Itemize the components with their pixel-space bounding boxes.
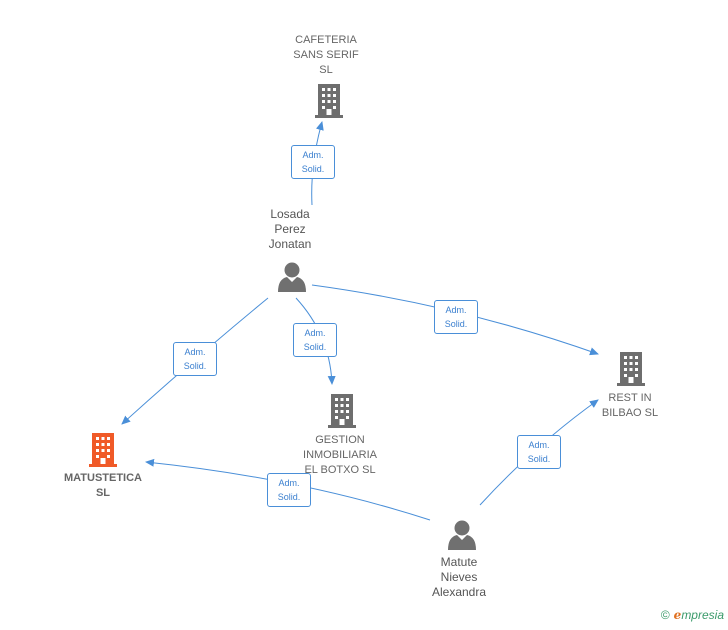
node-label-cafeteria[interactable]: CAFETERIA SANS SERIF SL <box>293 34 359 76</box>
edge-label-losada-rest-bilbao[interactable]: Adm. Solid. <box>434 300 478 334</box>
building-icon-highlighted[interactable] <box>89 433 117 467</box>
brand-name: mpresia <box>681 608 724 622</box>
edge-label-losada-matustetica[interactable]: Adm. Solid. <box>173 342 217 376</box>
copyright-symbol: © <box>660 608 670 622</box>
edge-label-matute-rest-bilbao[interactable]: Adm. Solid. <box>517 435 561 469</box>
node-label-matustetica[interactable]: MATUSTETICA SL <box>63 472 142 499</box>
person-label-matute[interactable]: Matute Nieves Alexandra <box>431 555 487 599</box>
brand-logo: ©empresia <box>661 608 724 622</box>
brand-initial: e <box>673 608 682 622</box>
person-label-losada[interactable]: Losada Perez Jonatan <box>268 207 312 251</box>
building-icon[interactable] <box>617 352 645 386</box>
building-icon[interactable] <box>315 84 343 118</box>
person-icon[interactable] <box>448 520 476 551</box>
edge-label-losada-cafeteria[interactable]: Adm. Solid. <box>291 145 335 179</box>
node-label-gestion[interactable]: GESTION INMOBILIARIA EL BOTXO SL <box>303 434 377 476</box>
node-label-rest-bilbao[interactable]: REST IN BILBAO SL <box>601 392 659 419</box>
edge-label-losada-gestion[interactable]: Adm. Solid. <box>293 323 337 357</box>
person-icon[interactable] <box>278 262 306 293</box>
edge-label-matute-matustetica[interactable]: Adm. Solid. <box>267 473 311 507</box>
building-icon[interactable] <box>328 394 356 428</box>
